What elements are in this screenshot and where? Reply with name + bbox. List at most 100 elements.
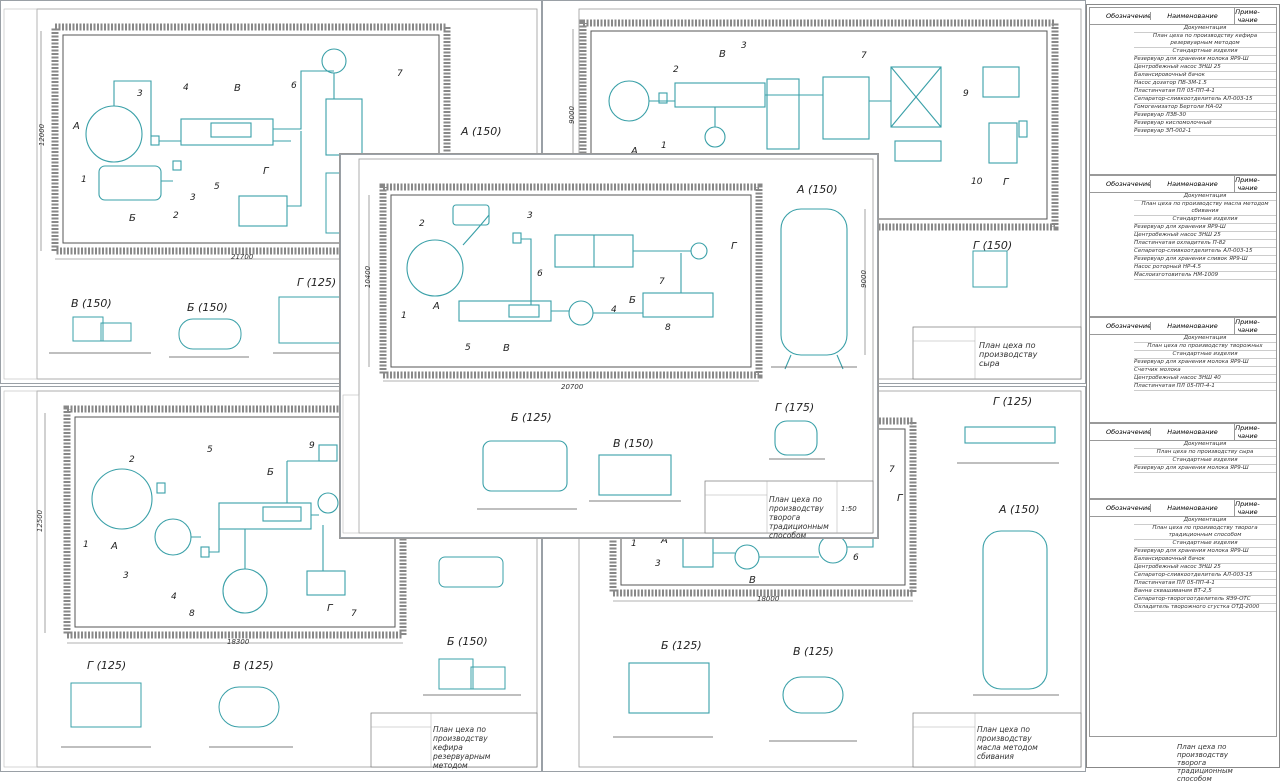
pos-4: 4 (171, 592, 177, 602)
pos-7: 7 (861, 51, 867, 61)
spec-item-row: Пластинчатая ПЛ 05-ПП-4-1 (1134, 88, 1276, 96)
spec-header-cell: Обозначение (1106, 12, 1152, 20)
spec-item-row: Маслоизготовитель НМ-1009 (1134, 272, 1276, 280)
pos-6: 6 (537, 269, 543, 279)
spec-doc-heading: Документация (1134, 441, 1276, 449)
spec-item-row: Сепаратор-сливкоотделитель АЛ-003-15 (1134, 248, 1276, 256)
arrow-v: В (234, 83, 241, 94)
pos-7: 7 (397, 69, 403, 79)
spec-doc-title: План цеха по производству кефира резерву… (1134, 33, 1276, 48)
spec-item-row: Балансировочный бачок (1134, 556, 1276, 564)
cheese-plan-svg (342, 158, 874, 534)
view-label-g: Г (175) (775, 401, 815, 414)
spec-header-cell: Приме-чание (1234, 176, 1260, 192)
spec-header-cell: Наименование (1150, 180, 1234, 188)
spec-item-row: Резервуар для хранения молока ЯР9-Ш (1134, 56, 1276, 64)
spec-item-row: Сепаратор-сливкоотделитель АЛ-003-15 (1134, 96, 1276, 104)
pos-3: 3 (527, 211, 533, 221)
pos-4: 4 (611, 305, 617, 315)
dim-vertical: 12000 (38, 123, 47, 147)
spec-header-cell: Обозначение (1106, 180, 1152, 188)
view-label-g: Г (125) (87, 659, 127, 672)
spec-item-row: Пластинчатая ПЛ 05-ПП-4-1 (1134, 580, 1276, 588)
spec-item-row: Гомогенизатор Бертоли НА-02 (1134, 104, 1276, 112)
spec-item-row: Насос роторный НР-4.5 (1134, 264, 1276, 272)
spec-header-cell: Обозначение (1106, 322, 1152, 330)
dim-horizontal: 18300 (227, 638, 250, 646)
spec-item-row: Резервуар для хранения сливок ЯР9-Ш (1134, 256, 1276, 264)
spec-item-row: Сепаратор-творогоотделитель ЯЭ9-ОТС (1134, 596, 1276, 604)
spec-item-row: Резервуар для хранения молока ЯР9-Ш (1134, 548, 1276, 556)
arrow-a: А (73, 121, 80, 132)
pos-4: 4 (183, 83, 189, 93)
view-label-g: Г (150) (973, 239, 1013, 252)
drawing-sheet-cheese: А (150) Б (125) В (150) Г (175) 20700 10… (340, 154, 878, 540)
spec-header-cell: Наименование (1150, 504, 1234, 512)
spec-item-row: Резервуар ЛЗВ-30 (1134, 112, 1276, 120)
view-label-v: В (125) (233, 659, 274, 672)
spec-footer-title: План цеха по производству творога традиц… (1177, 743, 1233, 783)
dim-tank: 9000 (859, 270, 868, 288)
spec-header-cell: Наименование (1150, 12, 1234, 20)
spec-item-row: Охладитель творожного сгустка ОТД-2000 (1134, 604, 1276, 612)
spec-doc-heading: Документация (1134, 25, 1276, 33)
spec-header-cell: Приме-чание (1234, 500, 1260, 516)
pos-2: 2 (129, 455, 135, 465)
arrow-a: А (661, 535, 668, 546)
pos-3b: 3 (190, 193, 196, 203)
pos-1: 1 (83, 540, 89, 550)
pos-6: 6 (291, 81, 297, 91)
kefir-plan-svg (3, 8, 538, 380)
arrow-b: Б (629, 295, 636, 306)
spec-item-row: Резервуар для хранения молока ЯР9-Ш (1134, 465, 1276, 473)
pos-8: 8 (189, 609, 195, 619)
spec-item-row: Центробежный насос ЗНШ 40 (1134, 375, 1276, 383)
spec-std-heading: Стандартные изделия (1134, 48, 1276, 56)
spec-item-row: Насос дозатор ПВ-3М-1.5 (1134, 80, 1276, 88)
arrow-b: Б (267, 467, 274, 478)
title-block-text: План цеха по производству кефира резерву… (433, 725, 491, 770)
arrow-g: Г (1003, 177, 1009, 188)
spec-item-row: Балансировочный бачок (1134, 72, 1276, 80)
view-label-a: А (150) (999, 503, 1040, 516)
spec-std-heading: Стандартные изделия (1134, 457, 1276, 465)
view-label-v: В (150) (613, 437, 654, 450)
spec-item-row: Резервуар кисломолочный (1134, 120, 1276, 128)
view-label-b: Б (150) (447, 635, 488, 648)
dim-horizontal: 18000 (757, 595, 780, 603)
pos-9: 9 (963, 89, 969, 99)
spec-doc-heading: Документация (1134, 335, 1276, 343)
view-label-a: А (150) (461, 125, 502, 138)
arrow-v: В (749, 575, 756, 586)
spec-doc-title: План цеха по производству творожных (1134, 343, 1276, 351)
view-label-v: В (125) (793, 645, 834, 658)
pos-9: 9 (309, 441, 315, 451)
pos-1: 1 (631, 539, 637, 549)
spec-doc-heading: Документация (1134, 517, 1276, 525)
arrow-b: Б (129, 213, 136, 224)
view-label-a: А (150) (797, 183, 838, 196)
arrow-a: А (631, 146, 638, 157)
pos-2: 2 (673, 65, 679, 75)
view-label-b: Б (125) (661, 639, 702, 652)
arrow-a: А (433, 301, 440, 312)
spec-item-row: Сепаратор-сливкоотделитель АЛ-003-15 (1134, 572, 1276, 580)
dim-vertical: 10400 (364, 265, 373, 289)
view-label-v: В (150) (71, 297, 112, 310)
dim-vertical: 12500 (36, 509, 45, 533)
spec-header-cell: Наименование (1150, 428, 1234, 436)
pos-1: 1 (401, 311, 407, 321)
title-block-text: План цеха по производству масла методом … (977, 725, 1038, 761)
pos-6: 6 (853, 553, 859, 563)
dim-vertical: 9000 (567, 106, 576, 124)
spec-item-row: Центробежный насос ЗНШ 25 (1134, 64, 1276, 72)
pos-8: 8 (665, 323, 671, 333)
pos-3: 3 (741, 41, 747, 51)
pos-3: 3 (137, 89, 143, 99)
spec-header-cell: Обозначение (1106, 428, 1152, 436)
view-label-g: Г (125) (993, 395, 1033, 408)
